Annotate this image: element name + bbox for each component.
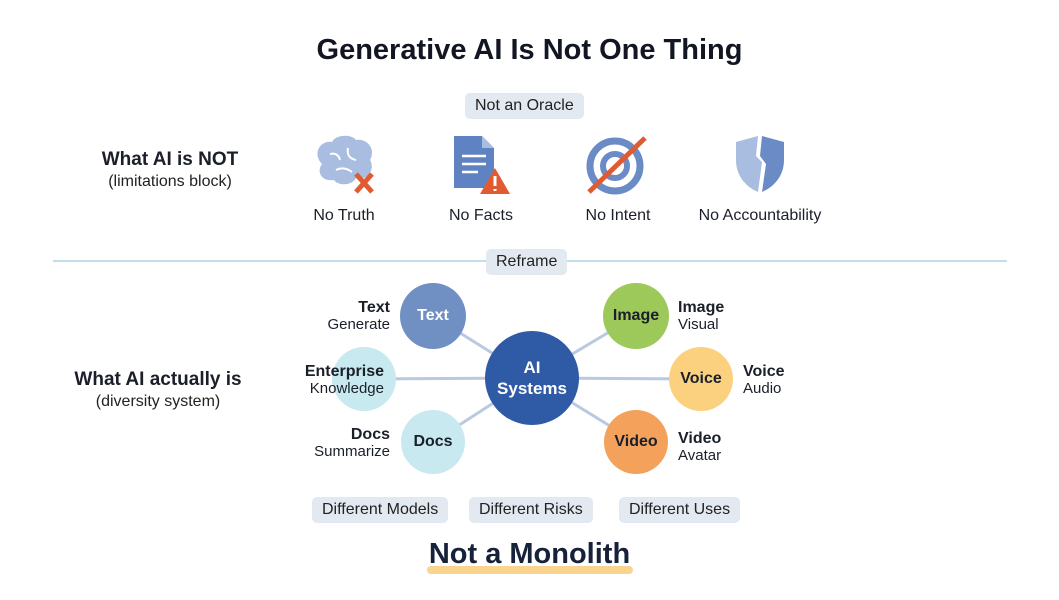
label-no-facts: No Facts (448, 207, 513, 224)
sub: Summarize (314, 443, 390, 460)
title: Voice (743, 363, 785, 380)
heading: What AI is NOT (101, 149, 239, 170)
not-section-heading: What AI is NOT (limitations block) (60, 149, 280, 191)
tag-different-models: Different Models (312, 497, 449, 523)
broken-shield-icon (736, 136, 784, 192)
hub-line1: AI (523, 358, 541, 377)
node-docs: Docs (401, 410, 465, 474)
heading: What AI actually is (74, 369, 242, 390)
sub: Avatar (678, 447, 722, 464)
is-section-heading: What AI actually is (diversity system) (48, 369, 268, 411)
title: Video (678, 430, 722, 447)
node-enterprise (332, 347, 396, 411)
brain-x-icon (317, 135, 374, 194)
document-warning-icon (454, 136, 510, 194)
reframe-badge: Reframe (486, 249, 568, 275)
title: Docs (350, 426, 390, 443)
title: Enterprise (304, 363, 384, 380)
hub-line2: Systems (497, 379, 567, 398)
tag-different-risks: Different Risks (469, 497, 593, 523)
title: Text (358, 299, 390, 316)
subheading: (diversity system) (95, 393, 221, 410)
node-image: Image (603, 283, 669, 349)
ai-systems-hub: AI Systems (485, 331, 579, 425)
label-no-accountability: No Accountability (698, 207, 822, 224)
title: Image (678, 299, 725, 316)
sub: Knowledge (309, 380, 384, 397)
label-no-truth: No Truth (313, 207, 375, 224)
subheading: (limitations block) (108, 173, 232, 190)
sub: Generate (327, 316, 390, 333)
slide-title: Generative AI Is Not One Thing (316, 34, 743, 66)
target-crossed-icon (586, 136, 647, 195)
highlight-underline (427, 566, 633, 574)
conclusion-text: Not a Monolith (428, 538, 631, 570)
sub: Audio (743, 380, 782, 397)
not-oracle-badge: Not an Oracle (465, 93, 584, 119)
tag-different-uses: Different Uses (619, 497, 741, 523)
label-no-intent: No Intent (585, 207, 651, 224)
node-text: Text (400, 283, 466, 349)
node-video: Video (604, 410, 668, 474)
sub: Visual (678, 316, 719, 333)
node-voice: Voice (669, 347, 733, 411)
